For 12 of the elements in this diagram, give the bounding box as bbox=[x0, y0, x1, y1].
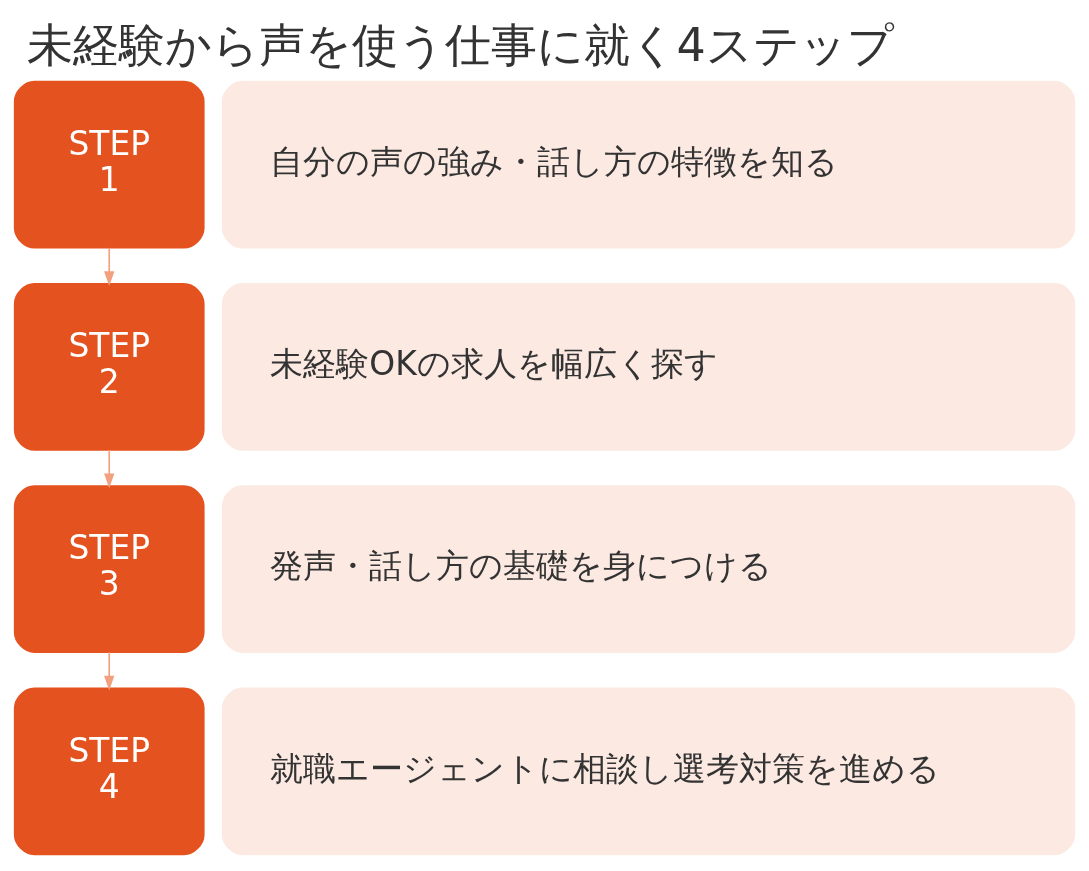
arrow bbox=[104, 448, 115, 488]
node-box: STEP 2 bbox=[13, 282, 205, 451]
arrow bbox=[104, 246, 115, 286]
node-box: 自分の声の強み・話し方の特徴を知る bbox=[221, 80, 1076, 249]
node-box: STEP 4 bbox=[13, 687, 205, 855]
arrow bbox=[104, 650, 115, 691]
diagram-title: 未経験から声を使う仕事に就く4ステップ bbox=[26, 17, 894, 72]
node-box: 発声・話し方の基礎を身につける bbox=[221, 484, 1076, 653]
node-box: STEP 1 bbox=[13, 80, 205, 249]
node-box: 未経験OKの求人を幅広く探す bbox=[221, 282, 1076, 451]
node-box: STEP 3 bbox=[13, 484, 205, 653]
node-box: 就職エージェントに相談し選考対策を進める bbox=[221, 687, 1076, 855]
